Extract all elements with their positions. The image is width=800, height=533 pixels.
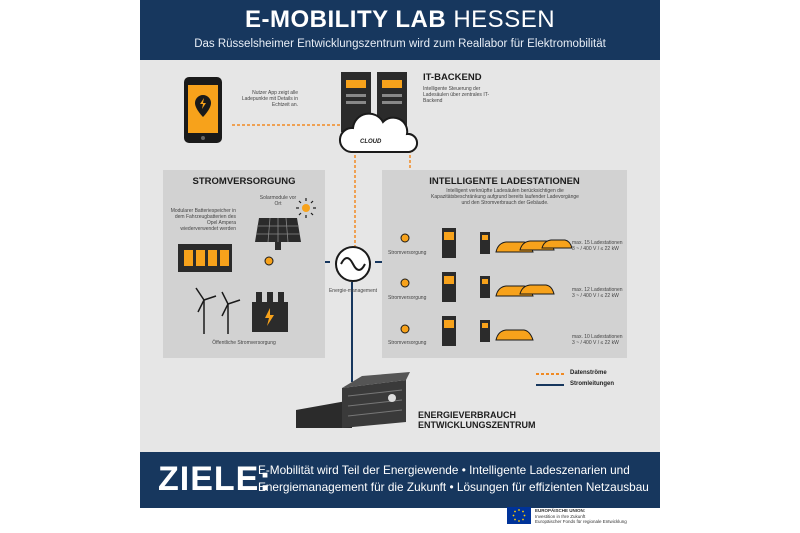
row3-supply-label: Stromversorgung	[388, 340, 427, 346]
ladestationen-panel	[382, 170, 627, 358]
supply-node-icon	[264, 256, 274, 266]
charging-row-3-icon	[442, 316, 534, 346]
goals-banner: ZIELE: E-Mobilität wird Teil der Energie…	[140, 452, 660, 508]
page-title: E-MOBILITY LAB HESSEN	[140, 6, 660, 34]
backend-heading: IT-BACKEND	[423, 72, 482, 83]
station-node-icon-2	[400, 278, 410, 288]
ladestationen-text: Intelligent verknüpfte Ladesäulen berück…	[431, 188, 579, 206]
wind-turbine-icon	[195, 287, 241, 334]
page-subtitle: Das Rüsselsheimer Entwicklungszentrum wi…	[194, 38, 606, 50]
solar-panel-icon	[255, 217, 301, 250]
row2-supply-label: Stromversorgung	[388, 295, 427, 301]
solar-text: Solarmodule vor Ort	[259, 195, 297, 207]
legend-data-label: Datenströme	[570, 370, 607, 376]
legend-power-label: Stromleitungen	[570, 381, 615, 387]
row1-supply-label: Stromversorgung	[388, 250, 427, 256]
eu-text: EUROPÄISCHE UNION: Investition in Ihre Z…	[535, 508, 627, 524]
charging-row-1-icon	[442, 228, 573, 258]
transformer-icon	[252, 292, 288, 332]
charging-row-2-icon	[442, 272, 555, 302]
goals-text: E-Mobilität wird Teil der Energiewende •…	[258, 463, 649, 494]
sun-icon	[296, 198, 316, 218]
goals-label: ZIELE:	[158, 460, 272, 498]
title-bold: E-MOBILITY LAB	[244, 6, 447, 33]
station-node-icon-3	[400, 324, 410, 334]
eu-flag-icon	[507, 507, 531, 524]
energy-management-label: Energie-management	[328, 288, 378, 294]
app-text: Nutzer App zeigt alle Ladepunkte mit Det…	[241, 90, 298, 108]
battery-text: Modularer Batteriespeicher in dem Fahrze…	[170, 208, 236, 232]
station-node-icon-1	[400, 233, 410, 243]
backend-text: Intelligente Steuerung der Ladesäulen üb…	[423, 86, 490, 104]
battery-storage-icon	[178, 244, 232, 272]
smartphone-icon	[184, 77, 222, 143]
stromversorgung-heading: STROMVERSORGUNG	[192, 176, 296, 187]
cloud-icon	[339, 112, 418, 153]
building-icon	[296, 372, 410, 428]
header-banner: E-MOBILITY LAB HESSEN Das Rüsselsheimer …	[140, 0, 660, 60]
legend-swatches	[536, 373, 564, 386]
title-light: HESSEN	[453, 6, 556, 33]
grid-text: Öffentliche Stromversorgung	[212, 340, 276, 346]
cloud-label: CLOUD	[360, 139, 382, 145]
ladestationen-heading: INTELLIGENTE LADESTATIONEN	[429, 176, 580, 187]
energy-management-icon	[335, 246, 371, 282]
